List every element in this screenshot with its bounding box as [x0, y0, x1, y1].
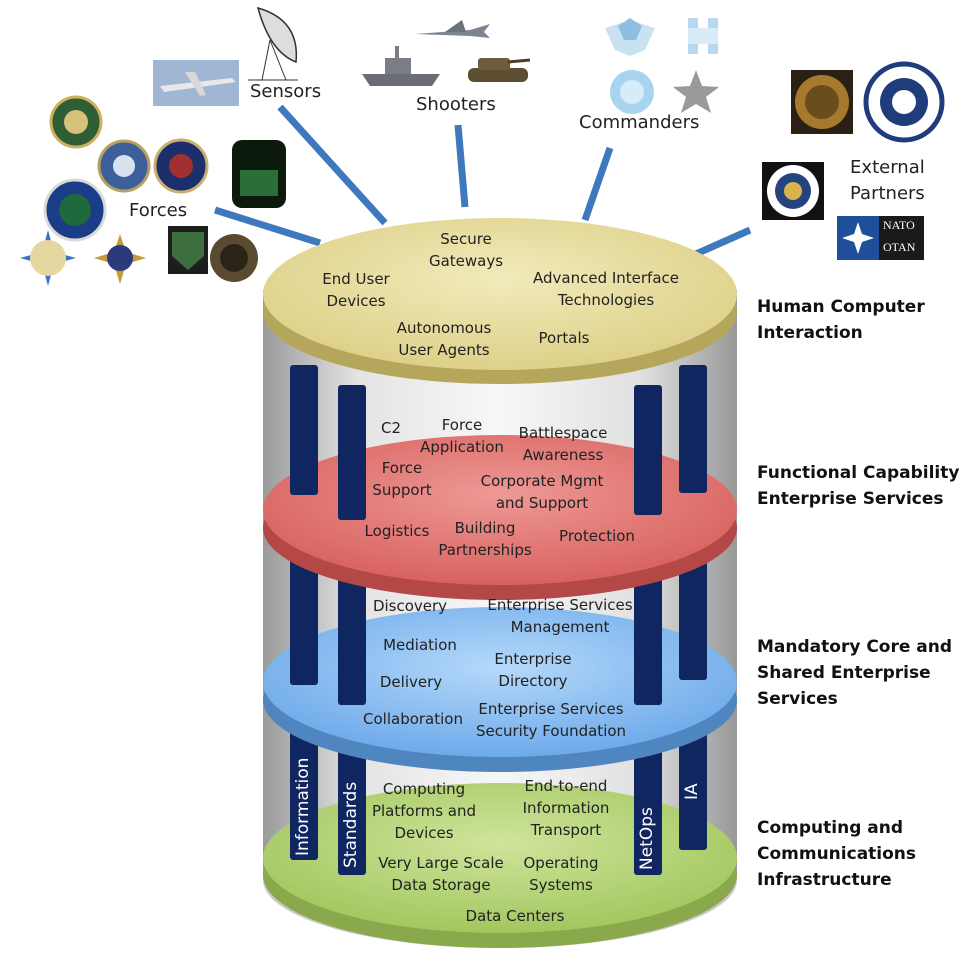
- hci-item-end-user-devices: End User Devices: [322, 270, 390, 310]
- sensors-connector: [277, 104, 388, 226]
- core-item-discovery: Discovery: [372, 597, 448, 615]
- functional-item-logistics: Logistics: [364, 522, 430, 540]
- warship-icon: [362, 46, 440, 86]
- infra-item-computing-platforms: Computing Platforms and Devices: [371, 780, 477, 842]
- oak-leaf-insignia-icon: [610, 70, 654, 114]
- layer-infrastructure: [263, 783, 737, 948]
- core-item-delivery: Delivery: [379, 673, 443, 691]
- hci-item-portals: Portals: [538, 329, 590, 347]
- drone-icon: [153, 60, 239, 106]
- nato-logo-text: NATO: [883, 218, 915, 232]
- layer-title-core: Mandatory Core and Shared Enterprise Ser…: [757, 637, 953, 709]
- satellite-dish-icon: [248, 6, 298, 81]
- core-item-mediation: Mediation: [383, 636, 457, 654]
- core-item-es-security: Enterprise Services Security Foundation: [475, 700, 627, 740]
- forces-connector: [213, 206, 322, 247]
- pillars-upper: [290, 365, 707, 520]
- functional-item-battlespace: Battlespace Awareness: [518, 424, 608, 464]
- functional-item-force-application: Force Application: [420, 416, 504, 456]
- tank-icon: [468, 58, 531, 82]
- star-insignia-icon: [673, 70, 719, 113]
- infra-item-data-centers: Data Centers: [465, 907, 565, 925]
- functional-item-force-support: Force Support: [372, 459, 432, 499]
- bars-insignia-icon: [688, 18, 718, 54]
- hci-item-autonomous-agents: Autonomous User Agents: [396, 319, 492, 359]
- commanders-connector: [581, 146, 614, 222]
- pillar-label-standards: Standards: [341, 781, 361, 868]
- pillar-label-information: Information: [293, 757, 313, 856]
- hci-item-advanced-interface: Advanced Interface Technologies: [532, 269, 680, 309]
- group-label-forces: Forces: [129, 200, 188, 221]
- nato-logo-icon: [837, 216, 924, 260]
- dhs-seal-icon: [863, 61, 945, 143]
- pillars-middle: [290, 540, 707, 705]
- functional-item-c2: C2: [380, 419, 402, 437]
- hci-item-secure-gateways: Secure Gateways: [428, 230, 504, 270]
- pillars-lower: [290, 715, 707, 875]
- group-label-external-partners: External Partners: [850, 157, 925, 204]
- functional-item-building-partnerships: Building Partnerships: [438, 519, 532, 559]
- fighter-jet-icon: [415, 20, 490, 38]
- pillar-label-ia: IA: [682, 783, 702, 800]
- infra-item-data-storage: Very Large Scale Data Storage: [378, 854, 504, 894]
- pillar-label-netops: NetOps: [637, 807, 657, 870]
- group-label-shooters: Shooters: [416, 94, 496, 115]
- doj-seal-icon: [791, 70, 853, 134]
- group-label-commanders: Commanders: [579, 112, 700, 133]
- core-item-collaboration: Collaboration: [363, 710, 463, 728]
- layer-core: [263, 607, 737, 772]
- layer-hci: [263, 218, 737, 384]
- group-label-sensors: Sensors: [250, 81, 322, 102]
- functional-item-corporate-mgmt: Corporate Mgmt and Support: [480, 472, 604, 512]
- layer-functional: [263, 435, 737, 600]
- infra-item-transport: End-to-end Information Transport: [522, 777, 610, 839]
- shooters-connector: [454, 124, 469, 208]
- connector-lines: [213, 104, 752, 258]
- command-seal-icons: [20, 95, 286, 286]
- layer-title-infrastructure: Computing and Communications Infrastruct…: [757, 818, 917, 890]
- layer-title-functional: Functional Capability Enterprise Service…: [757, 463, 959, 509]
- infra-item-operating-systems: Operating Systems: [523, 854, 599, 894]
- eagle-insignia-icon: [605, 18, 655, 56]
- core-item-es-management: Enterprise Services Management: [487, 596, 633, 636]
- core-item-enterprise-directory: Enterprise Directory: [494, 650, 572, 690]
- functional-item-protection: Protection: [559, 527, 635, 545]
- state-dept-seal-icon: [762, 162, 824, 220]
- otan-logo-text: OTAN: [883, 240, 916, 254]
- partners-connector: [694, 226, 752, 258]
- layer-title-hci: Human Computer Interaction: [757, 297, 925, 343]
